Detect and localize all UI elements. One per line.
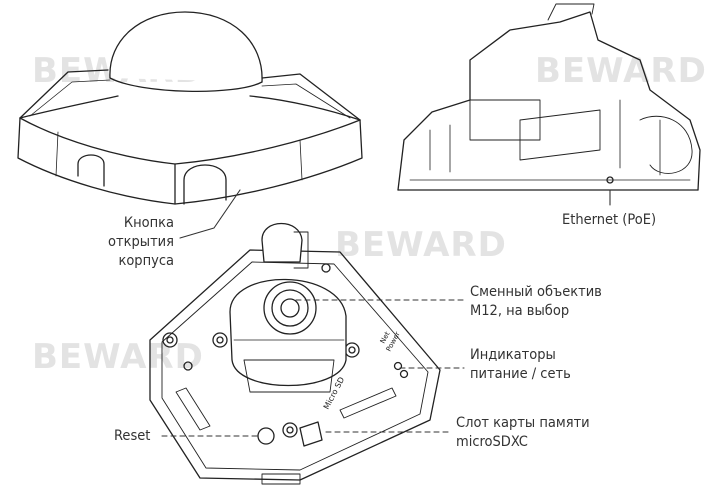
- callout-line: Индикаторы: [470, 347, 556, 363]
- callout-line: Сменный объектив: [470, 284, 602, 300]
- board-micro-sd-text: Micro SD: [322, 376, 347, 411]
- indicators-callout: Индикаторы питание / сеть: [470, 346, 571, 384]
- leader-lines: [161, 189, 611, 437]
- board-view-drawing: [149, 222, 441, 485]
- callout-line: питание / сеть: [470, 366, 571, 382]
- sd-slot-callout: Слот карты памяти microSDXC: [456, 414, 590, 452]
- callout-line: M12, на выбор: [470, 303, 570, 319]
- callout-line: Reset: [114, 428, 151, 444]
- callout-line: открытия: [108, 234, 174, 250]
- dome-camera-drawing: [17, 11, 363, 205]
- reset-callout: Reset: [114, 427, 150, 446]
- side-view-drawing: [397, 3, 701, 191]
- case-button-callout: Кнопка открытия корпуса: [90, 214, 174, 271]
- ethernet-callout: Ethernet (PoE): [562, 211, 656, 230]
- callout-line: Слот карты памяти: [456, 415, 590, 431]
- callout-line: корпуса: [118, 253, 174, 269]
- callout-line: microSDXC: [456, 434, 528, 450]
- lens-callout: Сменный объектив M12, на выбор: [470, 283, 602, 321]
- callout-line: Ethernet (PoE): [562, 212, 657, 228]
- callout-line: Кнопка: [123, 215, 174, 231]
